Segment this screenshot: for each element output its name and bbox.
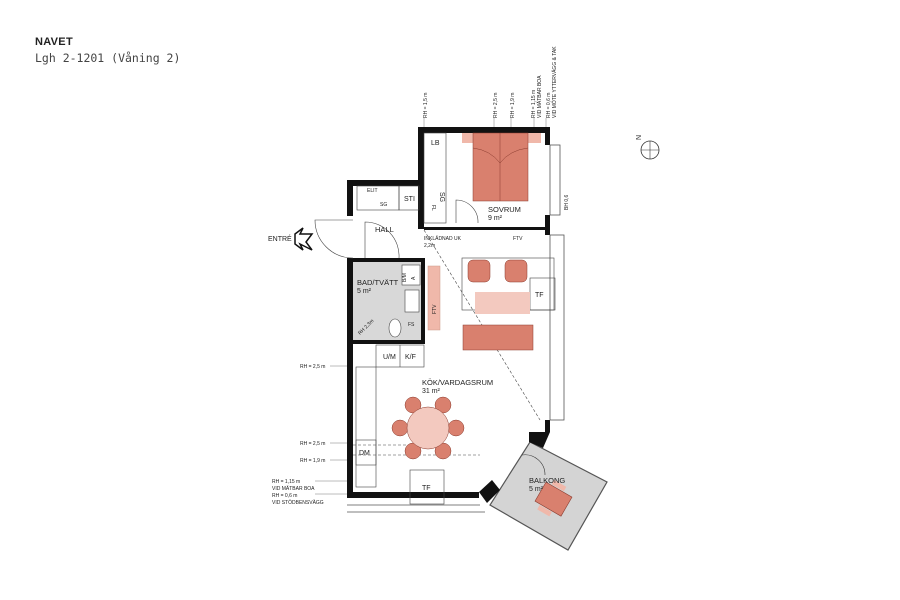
height-label: RH = 1,15 m	[531, 90, 537, 118]
um-label: U/M	[383, 354, 396, 361]
project-title: NAVET	[35, 36, 73, 48]
lb-label: LB	[431, 140, 440, 147]
bh-label: BH 0,6	[564, 194, 570, 210]
left-height-leaders	[315, 365, 347, 495]
tv-unit	[427, 265, 441, 331]
height-label: RH = 2,5 m	[300, 364, 325, 370]
height-label: VID MÖTE YTTERVÄGG & TAK	[551, 46, 558, 118]
bed	[462, 132, 541, 202]
a-label: A	[411, 276, 417, 280]
balcony	[489, 441, 608, 551]
height-label: RH = 1,5 m	[423, 93, 429, 118]
balcony-label: BALKONG	[529, 476, 565, 485]
height-label: VID STÖDBENSVÄGG	[272, 499, 324, 506]
bath-fixtures	[388, 264, 421, 338]
height-label: RH = 1,9 m	[510, 93, 516, 118]
hall-label: HALL	[375, 225, 394, 234]
bedroom-area: 9 m²	[488, 215, 503, 222]
tf2-label: TF	[422, 485, 431, 492]
top-height-labels	[423, 118, 547, 127]
fs-label: FS	[408, 322, 415, 328]
living-furniture	[462, 259, 534, 351]
sg-label: SG	[438, 192, 445, 202]
north-arrow-icon: N	[636, 135, 660, 160]
inkladnad-label: INKLÄDNAD UK	[424, 235, 462, 242]
dining-set	[391, 396, 465, 460]
apartment-subtitle: Lgh 2-1201 (Våning 2)	[35, 51, 181, 65]
height-label: RH = 1,9 m	[300, 458, 325, 464]
fl-label: FL	[430, 205, 436, 211]
balcony-table	[534, 479, 573, 517]
balcony-area: 5 m²	[529, 486, 544, 493]
height-label: VID MÄTBAR BOA	[536, 75, 543, 118]
walls	[347, 127, 550, 503]
height-label: VID MÄTBAR BOA	[272, 485, 315, 492]
living-area: 31 m²	[422, 388, 441, 395]
compass-north-label: N	[636, 135, 643, 140]
bedroom-label: SOVRUM	[488, 205, 521, 214]
height-label: RH = 0,6 m	[546, 93, 552, 118]
bm-label: B/M	[402, 273, 408, 282]
sti-label: STI	[404, 196, 415, 203]
ftv-label: FTV	[513, 236, 523, 242]
entrance-label: ENTRÉ	[268, 234, 292, 243]
kf-label: K/F	[405, 354, 416, 361]
elit-label: ELIT	[367, 188, 378, 194]
ftv2-label: FTV	[432, 304, 438, 314]
inkladnad-height: 2,2m	[424, 243, 435, 249]
height-label: RH = 2,5 m	[493, 93, 499, 118]
height-label: RH = 0,6 m	[272, 493, 297, 499]
living-label: KÖK/VARDAGSRUM	[422, 378, 493, 387]
tf-label: TF	[535, 292, 544, 299]
bath-label: BAD/TVÄTT	[357, 278, 399, 287]
height-label: RH = 1,15 m	[272, 479, 300, 485]
bath-area: 5 m²	[357, 288, 372, 295]
entrance-arrow-icon	[294, 227, 314, 251]
windows	[347, 144, 565, 513]
sg2-label: SG	[380, 202, 387, 208]
dm-label: DM	[359, 450, 370, 457]
height-label: RH = 2,5 m	[300, 441, 325, 447]
